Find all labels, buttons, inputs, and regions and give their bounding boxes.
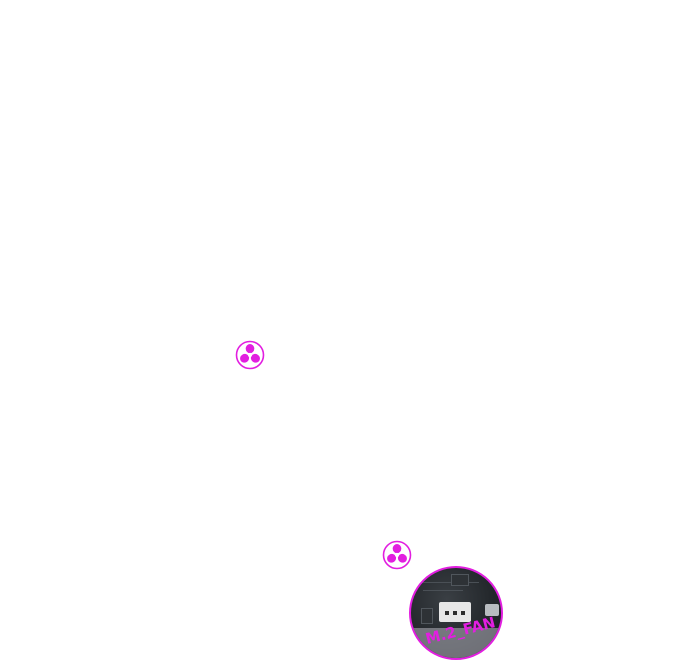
header-pin	[453, 611, 457, 615]
label-band	[411, 628, 501, 658]
header-pin	[461, 611, 465, 615]
pcb-trace	[419, 582, 479, 583]
pcb-chip	[451, 574, 469, 586]
fan-icon	[235, 340, 265, 370]
fan-hotspot[interactable]	[382, 540, 412, 570]
fan-header-connector	[439, 602, 471, 622]
pcb-trace	[423, 590, 463, 591]
pcb-chip	[421, 608, 433, 624]
fan-hotspot[interactable]	[235, 340, 265, 370]
fan-icon	[382, 540, 412, 570]
adjacent-connector	[485, 604, 499, 616]
header-pin	[445, 611, 449, 615]
connector-zoom-lens: M.2_FAN	[409, 566, 503, 660]
